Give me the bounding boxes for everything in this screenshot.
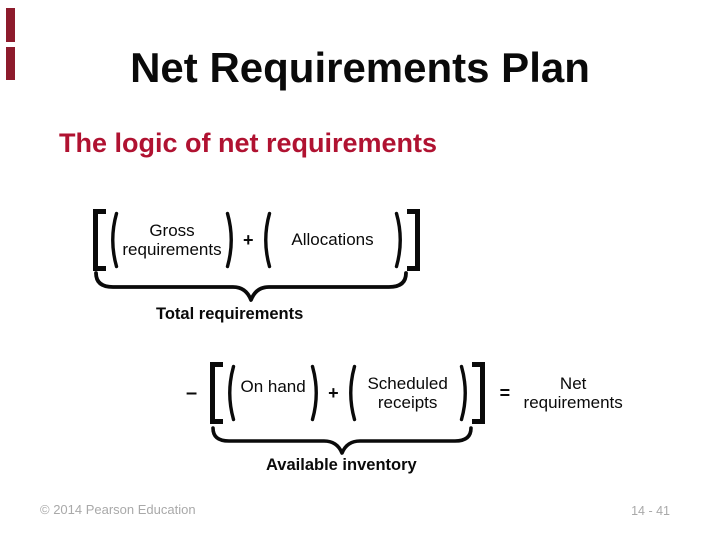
available-inventory-label: Available inventory [266, 456, 417, 474]
equals-operator: = [499, 382, 511, 403]
accent-bar-top [6, 8, 15, 42]
paren-right-icon [394, 211, 402, 269]
copyright-text: © 2014 Pearson Education [40, 502, 196, 517]
total-requirements-label: Total requirements [156, 305, 304, 323]
result-net-requirements: Net requirements [520, 374, 626, 412]
page-number: 14 - 41 [631, 504, 670, 518]
paren-right-icon [459, 364, 467, 422]
paren-left-icon [228, 364, 236, 422]
square-bracket-left-icon [210, 362, 224, 424]
plus-operator: + [243, 229, 254, 250]
term-line: requirements [122, 240, 222, 259]
underbrace-available-icon [211, 426, 473, 455]
term-line: Gross [149, 220, 195, 240]
paren-left-icon [111, 211, 119, 269]
plus-operator: + [328, 382, 339, 403]
square-bracket-left-icon [93, 209, 106, 271]
paren-left-icon [263, 211, 271, 269]
term-allocations: Allocations [291, 230, 374, 250]
paren-right-icon [225, 211, 233, 269]
minus-operator: – [186, 381, 198, 404]
term-scheduled-receipts: Scheduled receipts [357, 374, 459, 412]
slide-title: Net Requirements Plan [130, 44, 590, 91]
paren-left-icon [348, 364, 356, 422]
term-line: receipts [377, 393, 438, 412]
square-bracket-right-icon [406, 209, 420, 271]
formula-row-total: Gross requirements + Allocations [93, 209, 420, 271]
slide-subtitle: The logic of net requirements [59, 128, 438, 158]
square-bracket-right-icon [471, 362, 485, 424]
term-line: requirements [523, 393, 623, 412]
formula-row-net: – On hand + Scheduled receipts = Net req… [186, 362, 626, 424]
underbrace-total-icon [94, 271, 408, 302]
term-line: Scheduled [367, 373, 448, 393]
term-gross-requirements: Gross requirements [119, 221, 225, 259]
paren-right-icon [310, 364, 319, 422]
accent-bar-bottom [6, 47, 15, 80]
term-line: Net [559, 373, 587, 393]
term-on-hand: On hand [240, 377, 306, 397]
